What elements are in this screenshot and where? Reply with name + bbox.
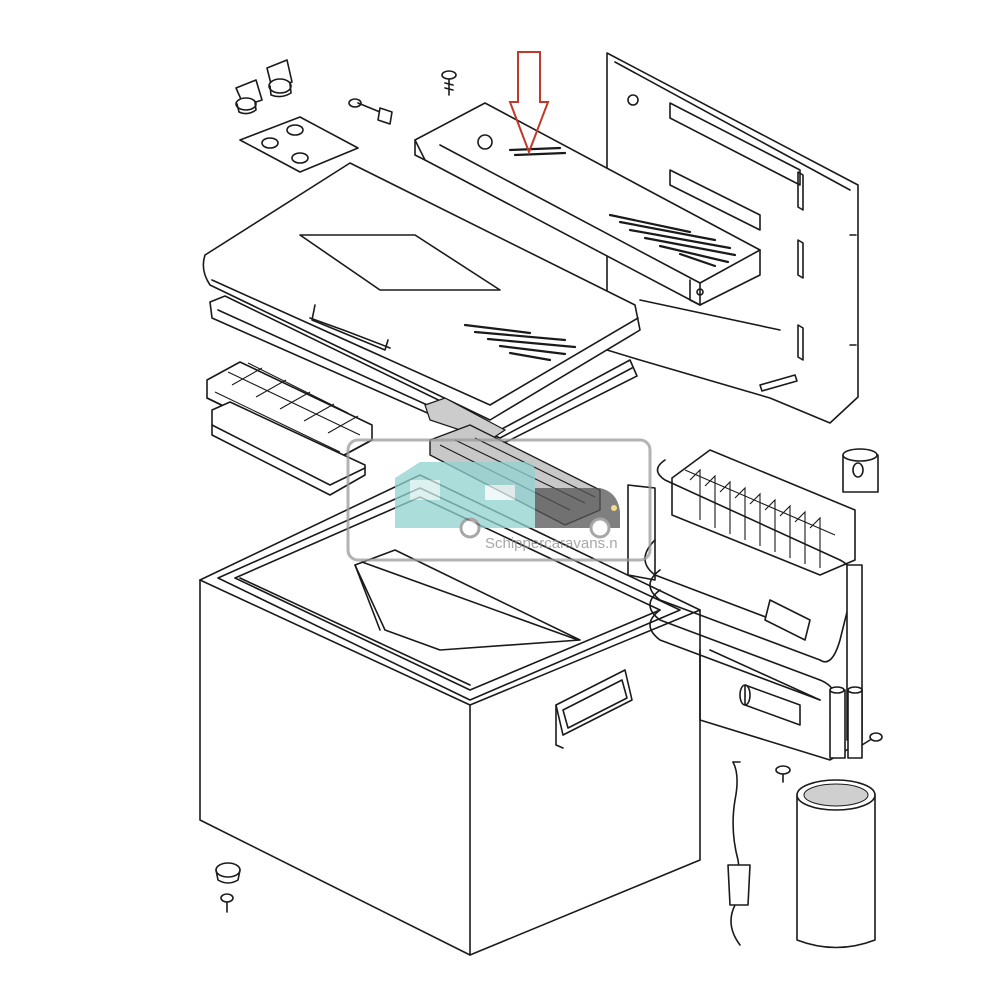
cooling-unit xyxy=(627,448,879,761)
ice-cube-tray-bottom xyxy=(211,401,366,496)
screw-top xyxy=(441,70,457,96)
condenser-fins xyxy=(684,468,836,568)
cabinet-body xyxy=(199,474,701,956)
top-ventilation-bar xyxy=(414,102,761,306)
screw-middle xyxy=(775,765,791,783)
watermark-frame xyxy=(346,438,652,562)
lid-vent-hatching xyxy=(463,323,577,362)
lid-seal xyxy=(209,295,638,446)
knob-mounting-plate xyxy=(239,116,359,173)
foot-and-screw xyxy=(215,862,241,913)
piezo-igniter-bolt xyxy=(348,98,393,125)
watermark-wheel-rear xyxy=(459,517,481,539)
watermark-text: Schippercaravans.n xyxy=(485,535,618,552)
filter-cylinder xyxy=(796,779,876,949)
watermark: Schippercaravans.n xyxy=(346,438,652,562)
watermark-headlight xyxy=(611,505,617,511)
watermark-van-body xyxy=(395,462,535,528)
pipe-sleeve xyxy=(842,448,879,493)
indicator-arrow xyxy=(508,51,550,155)
burner-tube xyxy=(739,684,801,726)
bar-vent-hatching xyxy=(508,146,737,268)
cabinet-handle xyxy=(555,669,633,749)
vertical-tubes xyxy=(829,564,863,759)
control-knobs xyxy=(235,59,293,115)
cleaning-wire-tool xyxy=(727,761,751,946)
screw-right xyxy=(861,732,883,746)
watermark-wheel-front xyxy=(589,517,611,539)
lid xyxy=(202,162,641,421)
